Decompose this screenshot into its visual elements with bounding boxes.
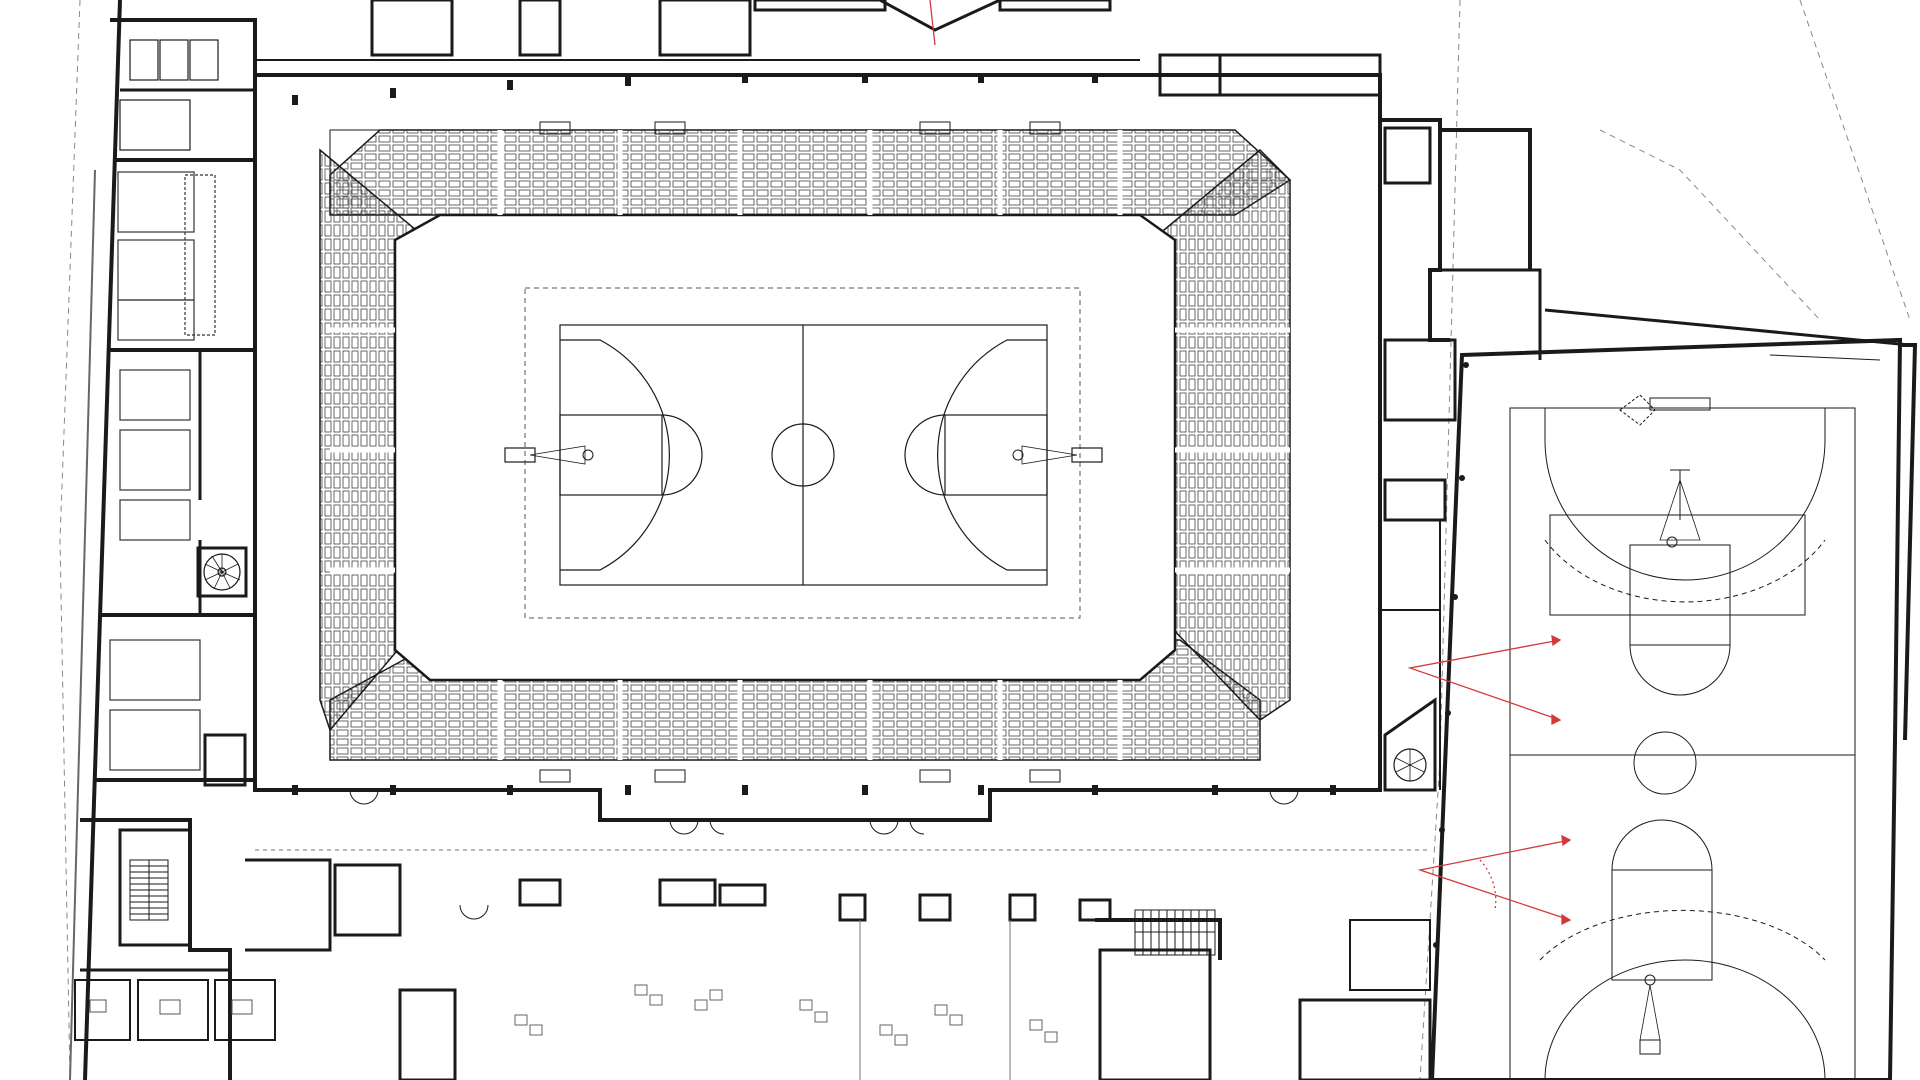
- training-court-south: [1539, 819, 1826, 1080]
- basketball-court: [504, 287, 1103, 619]
- straight-stair-icon: [129, 859, 169, 921]
- straight-stair-icon: [1134, 909, 1216, 956]
- east-circulation: [1380, 118, 1542, 792]
- training-court-north: [1544, 394, 1826, 696]
- training-hall: [1429, 308, 1918, 1080]
- spiral-stair-icon: [196, 546, 248, 598]
- south-foyer: [255, 849, 1432, 1080]
- seating-bowl: [319, 121, 1292, 783]
- west-service-wing: [69, 0, 257, 1080]
- arena-hall: [253, 0, 1382, 822]
- spiral-stair-icon: [1383, 697, 1437, 792]
- sight-lines: [929, 0, 1572, 926]
- entrance-doors: [349, 789, 1299, 920]
- southwest-block: [74, 818, 457, 1080]
